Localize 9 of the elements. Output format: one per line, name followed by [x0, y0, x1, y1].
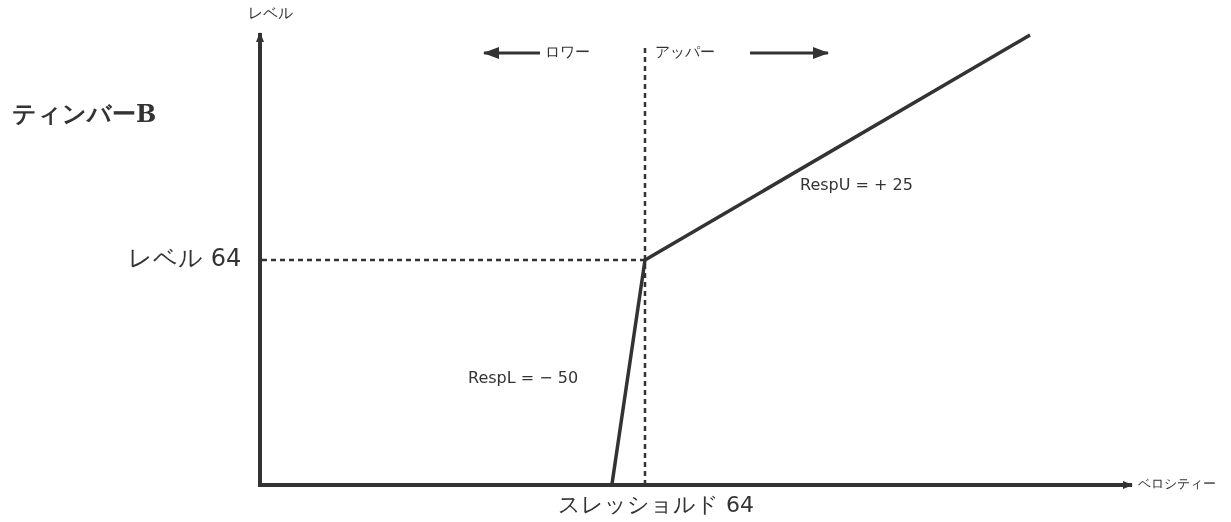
- range-label: ロワー: [545, 45, 590, 60]
- diagram-title: ティンバーB: [12, 102, 157, 126]
- slope-label: RespL = − 50: [468, 370, 579, 386]
- range-label: アッパー: [655, 45, 715, 60]
- axis-label: レベル: [248, 6, 293, 21]
- axis-label: ベロシティー: [1138, 477, 1216, 490]
- tick-label: レベル 64: [128, 246, 242, 270]
- tick-label: スレッショルド 64: [558, 494, 754, 516]
- slope-label: RespU = + 25: [800, 177, 913, 193]
